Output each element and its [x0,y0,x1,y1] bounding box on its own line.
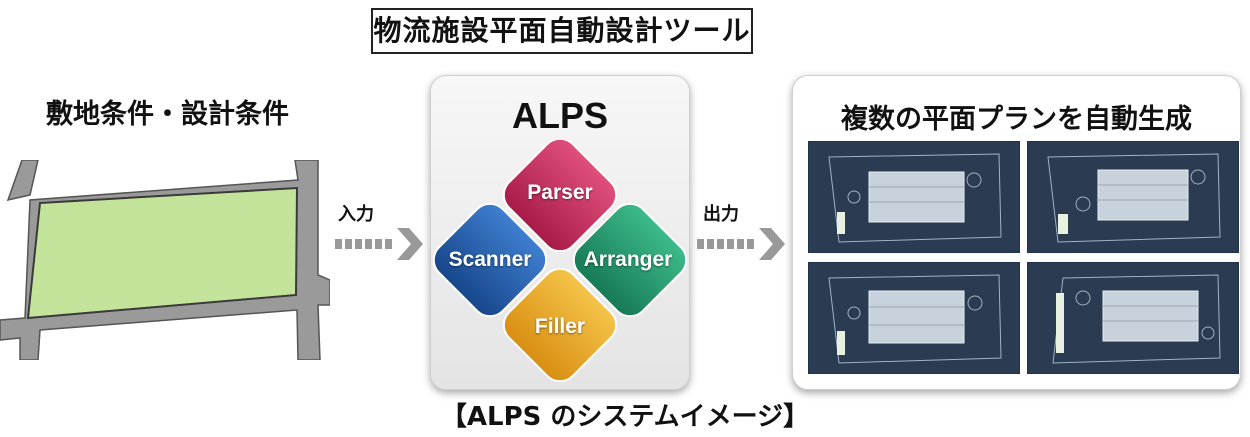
plan-thumbnail [1027,262,1239,374]
site-map-illustration [0,160,330,360]
input-label: 入力 [338,204,374,225]
plan-thumbnail [1027,141,1239,253]
parser-label: Parser [527,181,593,204]
input-arrow [335,228,423,260]
site-parcel [26,186,299,320]
scanner-label: Scanner [448,248,532,271]
scanner-diamond [432,202,548,318]
output-label: 出力 [703,204,739,225]
input-conditions-title: 敷地条件・設計条件 [46,99,289,130]
diagram-caption: 【ALPS のシステムイメージ】 [440,402,810,432]
plan-thumbnail [808,262,1020,374]
plan-thumbnail [808,141,1020,253]
alps-title: ALPS [511,95,608,136]
filler-label: Filler [534,315,586,338]
alps-modules-diagram [432,140,688,383]
tool-title: 物流施設平面自動設計ツール [371,8,753,54]
filler-diamond [502,267,618,383]
generated-plans-title: 複数の平面プランを自動生成 [841,104,1192,135]
road-top-left [6,160,39,202]
arranger-label: Arranger [583,248,673,271]
arranger-diamond [572,202,688,318]
output-arrow [697,228,785,260]
parser-diamond [502,140,618,253]
